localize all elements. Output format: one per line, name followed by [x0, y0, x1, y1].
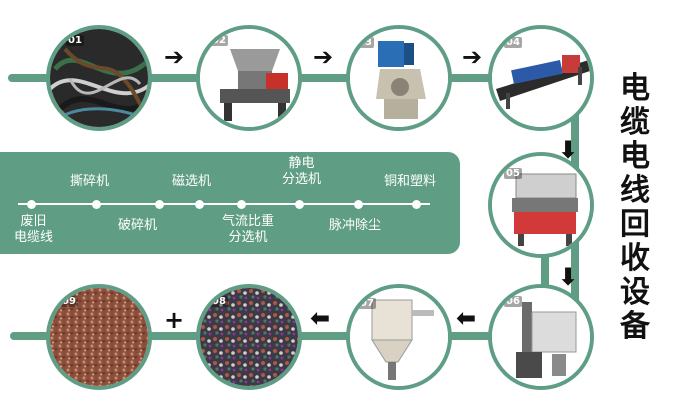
label-crusher: 破碎机 — [118, 218, 158, 233]
mixed-granules-image — [200, 288, 298, 386]
process-dot — [237, 200, 246, 209]
arrow-down-icon: ⬇ — [558, 263, 579, 291]
process-dot — [92, 200, 101, 209]
title-char: 线 — [620, 173, 650, 208]
title-char: 缆 — [620, 105, 650, 140]
step-06-gravity-separator: 06 — [488, 284, 594, 390]
label-pulse-dust-collector: 脉冲除尘 — [329, 218, 382, 233]
step-07-pulse-dust-collector: 07 — [346, 284, 452, 390]
process-dot — [354, 200, 363, 209]
arrow-left-icon: ⬅ — [310, 304, 331, 332]
title-char: 备 — [620, 309, 650, 344]
plus-icon: + — [164, 306, 185, 334]
step-number: 07 — [358, 298, 376, 309]
step-08-mixed-granules: 08 — [196, 284, 302, 390]
vertical-title: 电 缆 电 线 回 收 设 备 — [610, 72, 660, 344]
process-dot — [155, 200, 164, 209]
arrow-left-icon: ⬅ — [456, 304, 477, 332]
process-dot — [195, 200, 204, 209]
magnetic-separator-image — [492, 29, 590, 127]
step-number: 09 — [60, 296, 78, 307]
step-05-electrostatic-separator: 05 — [488, 152, 594, 258]
step-number: 05 — [504, 168, 522, 179]
title-char: 电 — [620, 71, 650, 106]
process-dot — [27, 200, 36, 209]
gravity-separator-image — [492, 288, 590, 386]
step-01-waste-cables: 01 — [46, 25, 152, 131]
process-dot — [412, 200, 421, 209]
label-copper-plastic: 铜和塑料 — [384, 174, 437, 189]
process-dot — [295, 200, 304, 209]
step-04-magnetic-separator: 04 — [488, 25, 594, 131]
step-number: 08 — [210, 296, 228, 307]
step-09-copper-granules: 09 — [46, 284, 152, 390]
label-waste-cable: 废旧 电缆线 — [14, 214, 54, 245]
step-number: 02 — [210, 35, 228, 46]
step-number: 03 — [356, 37, 374, 48]
step-02-shredder: 02 — [196, 25, 302, 131]
copper-granules-image — [50, 288, 148, 386]
dust-collector-image — [350, 288, 448, 386]
electrostatic-separator-image — [492, 156, 590, 254]
arrow-right-icon: ➔ — [462, 43, 483, 71]
step-number: 04 — [504, 37, 522, 48]
crusher-image — [350, 29, 448, 127]
title-char: 回 — [620, 207, 650, 242]
label-electrostatic-separator: 静电 分选机 — [282, 156, 322, 187]
step-number: 01 — [66, 35, 84, 46]
title-char: 设 — [620, 275, 650, 310]
arrow-right-icon: ➔ — [164, 43, 185, 71]
process-steps-panel: 撕碎机 磁选机 静电 分选机 铜和塑料 废旧 电缆线 破碎机 气流比重 分选机 … — [0, 152, 460, 254]
title-char: 收 — [620, 241, 650, 276]
title-char: 电 — [620, 139, 650, 174]
shredder-image — [200, 29, 298, 127]
step-number: 06 — [504, 296, 522, 307]
arrow-right-icon: ➔ — [313, 43, 334, 71]
label-shredder: 撕碎机 — [70, 174, 110, 189]
label-gravity-separator: 气流比重 分选机 — [222, 214, 275, 245]
label-magnetic-separator: 磁选机 — [172, 174, 212, 189]
step-03-crusher: 03 — [346, 25, 452, 131]
